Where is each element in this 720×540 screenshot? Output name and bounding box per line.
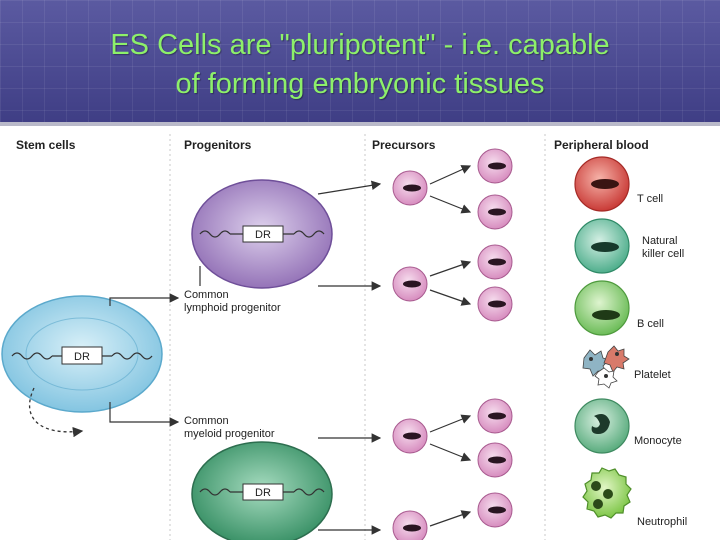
neutrophil-label: Neutrophil (637, 516, 687, 528)
myeloid-dr-label: DR (255, 487, 271, 499)
precursor-cell (477, 442, 513, 478)
hematopoiesis-figure: Stem cells Progenitors Precursors Periph… (0, 126, 720, 540)
lymphoid-dr-label: DR (255, 229, 271, 241)
stem-dr-label: DR (74, 351, 90, 363)
stem-to-lymphoid-arrow (109, 293, 180, 306)
header-precursors: Precursors (372, 138, 436, 152)
monocyte (574, 398, 630, 454)
lymphoid-progenitor: DR (191, 179, 333, 289)
b-cell (574, 280, 630, 336)
lymphoid-label-line-2: lymphoid progenitor (184, 302, 281, 314)
myeloid-progenitor: DR (191, 441, 333, 540)
natural-killer-cell (574, 218, 630, 274)
hematopoiesis-diagram: Stem cells Progenitors Precursors Periph… (1, 134, 687, 540)
header-progenitors: Progenitors (184, 138, 252, 152)
nk-cell-label-line-1: Natural (642, 235, 677, 247)
self-renewal-arrow (29, 387, 84, 438)
precursor-cell (477, 148, 513, 184)
precursor-cell (392, 170, 428, 206)
precursor-cells (392, 148, 513, 540)
stem-dr-box (61, 346, 103, 365)
myeloid-label-line-2: myeloid progenitor (184, 428, 275, 440)
header-stem-cells: Stem cells (16, 138, 76, 152)
slide-title-line-1: ES Cells are "pluripotent" - i.e. capabl… (110, 29, 610, 61)
header-grid-pattern (0, 0, 720, 122)
precursor-cell (392, 418, 428, 454)
slide-header: ES Cells are "pluripotent" - i.e. capabl… (0, 0, 720, 122)
platelet-cells (582, 345, 630, 389)
myeloid-label-line-1: Common (184, 415, 229, 427)
stem-to-myeloid-arrow (109, 402, 180, 427)
precursor-cell (477, 244, 513, 280)
header-peripheral-blood: Peripheral blood (554, 138, 649, 152)
t-cell-label: T cell (637, 193, 663, 205)
precursor-to-blood-arrows (429, 165, 472, 527)
slide-title: ES Cells are "pluripotent" - i.e. capabl… (0, 26, 720, 104)
slide-title-line-2: of forming embryonic tissues (175, 68, 545, 100)
lymphoid-label-line-1: Common (184, 289, 229, 301)
precursor-cell (392, 510, 428, 540)
b-cell-label: B cell (637, 318, 664, 330)
t-cell (574, 156, 630, 212)
precursor-cell (477, 286, 513, 322)
precursor-cell (392, 266, 428, 302)
progenitor-to-precursor-arrows (317, 180, 382, 535)
monocyte-label: Monocyte (634, 435, 682, 447)
precursor-cell (477, 194, 513, 230)
precursor-cell (477, 398, 513, 434)
header-divider (0, 122, 720, 126)
neutrophil (582, 467, 632, 519)
stem-cell: DR (1, 295, 163, 413)
nk-cell-label-line-2: killer cell (642, 248, 684, 260)
precursor-cell (477, 492, 513, 528)
platelet-label: Platelet (634, 369, 671, 381)
